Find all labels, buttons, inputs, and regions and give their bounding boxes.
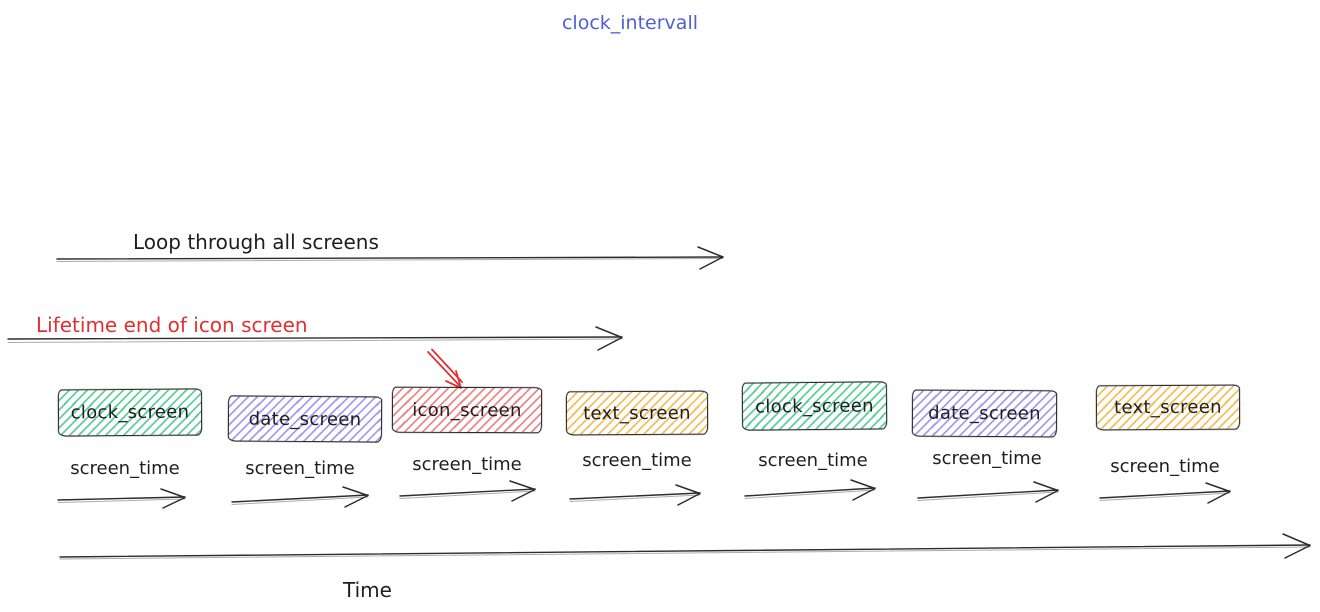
screen-box-text-1: text_screen xyxy=(565,390,709,436)
screen-box-label: text_screen xyxy=(1114,396,1222,419)
screen-box-text-2: text_screen xyxy=(1095,384,1241,431)
screen-box-date-1: date_screen xyxy=(227,395,383,443)
screen-box-label: clock_screen xyxy=(755,394,874,418)
screen-time-arrow-7 xyxy=(1099,482,1231,504)
loop-arrow xyxy=(56,246,724,270)
screen-box-label: date_screen xyxy=(248,408,362,430)
screen-time-label-1: screen_time xyxy=(70,458,180,479)
screen-time-label-5: screen_time xyxy=(758,450,868,471)
lifetime-arrow xyxy=(7,326,623,351)
screen-box-icon: icon_screen xyxy=(391,386,543,434)
screen-time-label-7: screen_time xyxy=(1110,456,1220,477)
lifetime-arrow-label: Lifetime end of icon screen xyxy=(36,313,308,337)
screen-box-date-2: date_screen xyxy=(911,389,1058,438)
screen-time-label-6: screen_time xyxy=(932,448,1042,469)
time-axis-label: Time xyxy=(343,578,392,602)
loop-arrow-label: Loop through all screens xyxy=(133,230,379,254)
annotation-arrow-icon xyxy=(427,348,463,389)
screen-time-arrow-2 xyxy=(231,486,369,508)
screen-box-label: icon_screen xyxy=(412,399,522,421)
screen-box-label: clock_screen xyxy=(70,401,190,424)
screen-box-clock-1: clock_screen xyxy=(57,388,203,437)
screen-time-label-3: screen_time xyxy=(412,454,522,475)
screen-time-arrow-6 xyxy=(917,481,1059,503)
screen-time-label-4: screen_time xyxy=(582,450,692,471)
screen-box-clock-2: clock_screen xyxy=(741,381,888,431)
screen-time-label-2: screen_time xyxy=(245,458,355,479)
screen-time-arrow-5 xyxy=(744,479,876,501)
diagram-title: clock_intervall xyxy=(561,12,698,34)
screen-box-label: text_screen xyxy=(583,402,691,424)
time-axis-arrow xyxy=(59,533,1311,560)
screen-time-arrow-3 xyxy=(399,480,536,502)
screen-box-label: date_screen xyxy=(928,402,1041,425)
screen-time-arrow-4 xyxy=(569,484,701,506)
screen-time-arrow-1 xyxy=(57,488,186,509)
